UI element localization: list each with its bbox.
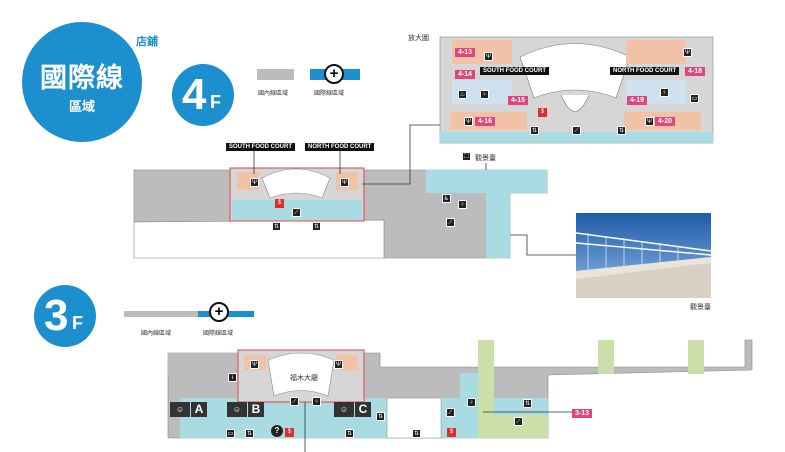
gate-c-letter: C (355, 402, 371, 417)
north-food-court-label: NORTH FOOD COURT (305, 143, 375, 151)
plus-circle-icon: + (209, 302, 229, 322)
escalator-icon: ⟋ (446, 408, 455, 417)
elevator-icon: ⇅ (412, 429, 421, 438)
shop-4-18[interactable]: 4-18 (685, 67, 706, 76)
person-icon: ☺ (170, 402, 190, 417)
restaurant-icon: Ψ (334, 360, 343, 369)
restaurant-icon: Ψ (340, 178, 349, 187)
floor-4f-number: 4 (182, 70, 207, 119)
floor-4f-badge: 4 F (172, 64, 234, 126)
elevator-icon: ⇅ (376, 412, 385, 421)
photo-caption: 觀景臺 (690, 304, 711, 311)
escalator-icon: ⟋ (514, 417, 523, 426)
restaurant-icon: Ψ (484, 52, 493, 61)
atm-icon: $ (538, 108, 547, 117)
observation-deck-icon: ⛶ (462, 152, 471, 161)
legend-4f-international-label: 國際線區域 (314, 91, 345, 97)
atm-icon: $ (285, 428, 294, 437)
legend-3f-international-label: 國際線區域 (203, 331, 234, 337)
court-leader-lines (253, 150, 341, 174)
title-sub: 區域 (68, 99, 95, 114)
gate-c[interactable]: ☺ C (334, 402, 372, 417)
person-icon: ☺ (227, 402, 247, 417)
gate-b-letter: B (248, 402, 264, 417)
shop-tag-label: 店鋪 (136, 36, 158, 48)
restaurant-icon: Ψ (645, 117, 654, 126)
elevator-icon: ⇅ (345, 429, 354, 438)
gate-b[interactable]: ☺ B (227, 402, 265, 417)
escalator-icon: ⟋ (572, 126, 581, 135)
elevator-icon: ⇅ (523, 399, 532, 408)
shop-4-14[interactable]: 4-14 (455, 70, 476, 79)
shop-3-13[interactable]: 3-13 (572, 409, 593, 418)
atm-icon: $ (447, 428, 456, 437)
inset-north-court-label: NORTH FOOD COURT (610, 67, 680, 75)
shop-4-19[interactable]: 4-19 (627, 96, 648, 105)
observation-deck-label: 觀景臺 (475, 155, 496, 162)
inset-title: 放大圖 (408, 35, 429, 42)
shop-4-20[interactable]: 4-20 (655, 117, 676, 126)
elevator-icon: ⇅ (312, 222, 321, 231)
floor-3f-badge: 3 F (34, 285, 96, 347)
shop-4-16[interactable]: 4-16 (475, 117, 496, 126)
restroom-icon: ♀ (660, 88, 669, 97)
legend-3f-domestic-swatch (124, 311, 198, 317)
legend-3f-domestic-label: 國內線區域 (141, 331, 172, 337)
elevator-icon: ⇅ (530, 126, 539, 135)
gate-a[interactable]: ☺ A (170, 402, 208, 417)
inset-south-court-label: SOUTH FOOD COURT (480, 67, 549, 75)
shop-4-15[interactable]: 4-15 (508, 96, 529, 105)
fukugi-hall-label: 福木大廳 (290, 375, 318, 382)
restroom-icon: ♀ (312, 397, 321, 406)
legend-4f-domestic-label: 國內線區域 (258, 91, 289, 97)
info-screen-icon: ▭ (690, 94, 699, 103)
restaurant-icon: Ψ (464, 117, 473, 126)
gate-a-letter: A (191, 402, 207, 417)
restaurant-icon: Ψ (250, 360, 259, 369)
smoking-icon: ♨ (458, 90, 467, 99)
elevator-icon: ⇅ (272, 222, 281, 231)
locker-icon: ▭ (226, 429, 235, 438)
south-food-court-label: SOUTH FOOD COURT (226, 143, 295, 151)
accessibility-icon: ♿ (442, 194, 451, 203)
restroom-icon: ♀ (458, 200, 467, 209)
escalator-icon: ⟋ (446, 218, 455, 227)
info-icon: i (228, 373, 237, 382)
atm-icon: $ (275, 199, 284, 208)
floor-4f-suffix: F (210, 92, 221, 112)
floor-3f-suffix: F (72, 313, 83, 333)
restaurant-icon: Ψ (250, 178, 259, 187)
plus-circle-icon: + (324, 64, 344, 84)
restaurant-icon: Ψ (683, 48, 692, 57)
international-area-badge: 國際線 區域 (22, 22, 142, 142)
elevator-icon: ⇅ (617, 126, 626, 135)
shop-4-13[interactable]: 4-13 (455, 48, 476, 57)
escalator-icon: ⟋ (292, 208, 301, 217)
floor-3f-number: 3 (44, 291, 69, 340)
escalator-icon: ⟋ (290, 397, 299, 406)
title-main: 國際線 (40, 63, 124, 93)
person-icon: ☺ (334, 402, 354, 417)
help-icon: ? (271, 425, 283, 437)
restroom-icon: ♀ (480, 90, 489, 99)
elevator-icon: ⇅ (245, 429, 254, 438)
restroom-icon: ♀ (467, 398, 476, 407)
legend-4f-domestic-swatch (257, 69, 294, 80)
observation-deck-photo (576, 213, 711, 298)
